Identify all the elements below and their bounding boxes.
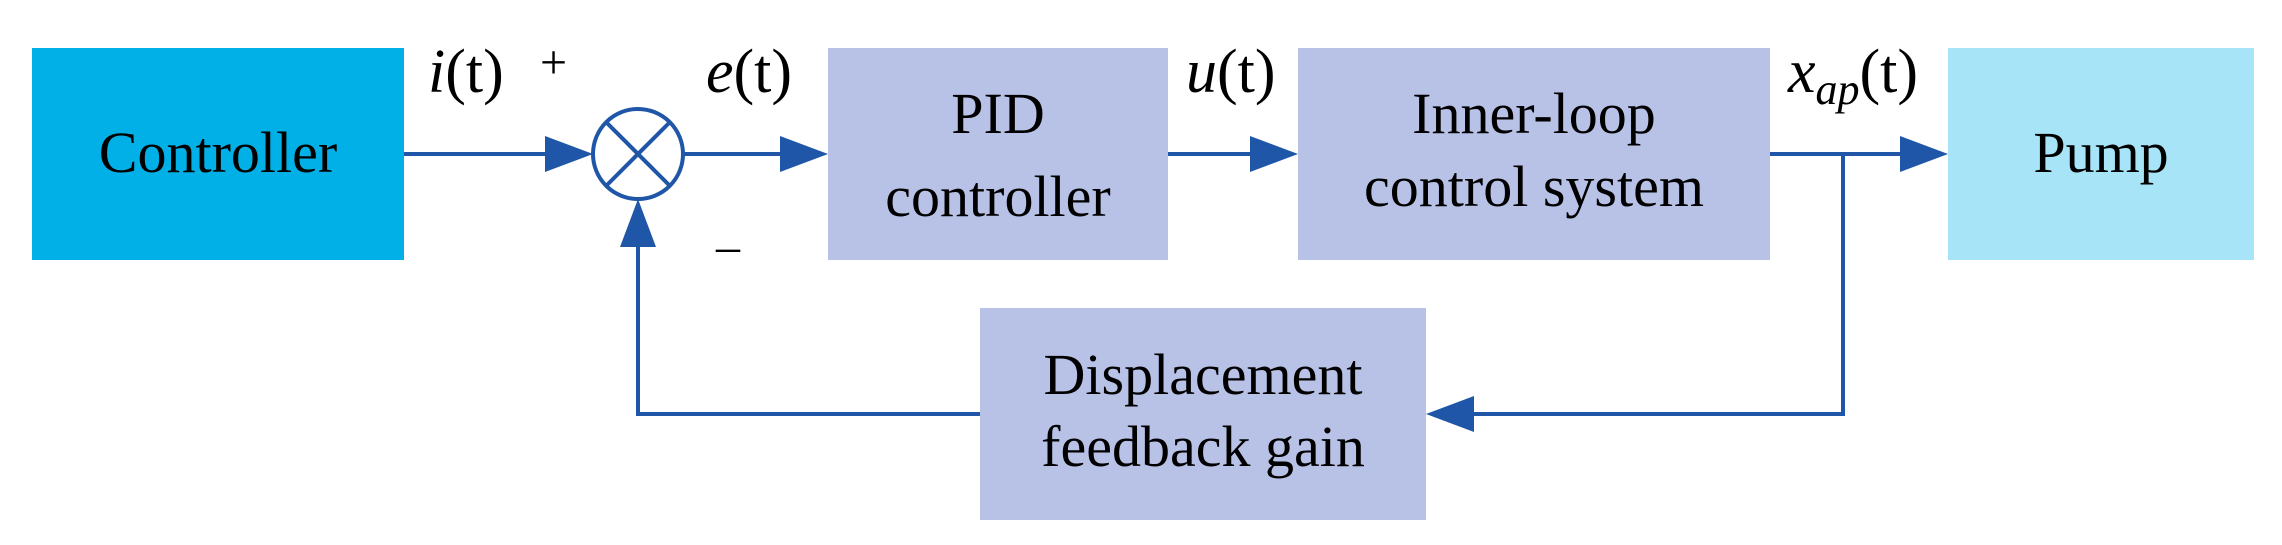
arrow-feedback-to-junction <box>620 199 656 247</box>
signal-label-error: e(t) <box>706 38 792 106</box>
pid-controller-block[interactable]: PID controller <box>828 48 1168 260</box>
summing-junction <box>591 107 685 201</box>
controller-block-rect <box>32 48 404 260</box>
inner-loop-block-label-line1: Inner-loop <box>1412 81 1656 146</box>
feedback-gain-block-rect <box>980 308 1426 520</box>
arrow-into-feedback <box>1426 396 1474 432</box>
arrow-inner-loop-to-pump <box>1900 136 1948 172</box>
summing-junction-cross-b <box>604 120 672 188</box>
pump-block-rect <box>1948 48 2254 260</box>
junction-plus-sign: + <box>540 36 567 89</box>
inner-loop-block[interactable]: Inner-loop control system <box>1298 48 1770 260</box>
signal-label-control: u(t) <box>1186 38 1276 106</box>
arrow-controller-to-junction <box>545 136 593 172</box>
feedback-gain-block-label-line2: feedback gain <box>1041 414 1365 479</box>
connection-wires <box>404 136 1948 432</box>
pid-controller-block-label-line1: PID <box>951 81 1044 146</box>
wire-feedback-to-junction <box>636 232 980 416</box>
arrow-pid-to-inner-loop <box>1250 136 1298 172</box>
wire-output-tap-to-feedback <box>1459 154 1845 416</box>
inner-loop-block-label-line2: control system <box>1364 154 1704 219</box>
pid-controller-block-label-line2: controller <box>885 164 1110 229</box>
pump-block-label: Pump <box>2033 120 2168 185</box>
feedback-gain-block-label-line1: Displacement <box>1044 342 1363 407</box>
pump-block[interactable]: Pump <box>1948 48 2254 260</box>
feedback-gain-block[interactable]: Displacement feedback gain <box>980 308 1426 520</box>
arrow-junction-to-pid <box>780 136 828 172</box>
pid-controller-block-rect <box>828 48 1168 260</box>
junction-minus-sign: – <box>715 220 741 273</box>
inner-loop-block-rect <box>1298 48 1770 260</box>
controller-block[interactable]: Controller <box>32 48 404 260</box>
signal-label-input: i(t) <box>428 38 504 106</box>
controller-block-label: Controller <box>99 120 337 185</box>
signal-label-output: xap(t) <box>1787 38 1918 114</box>
